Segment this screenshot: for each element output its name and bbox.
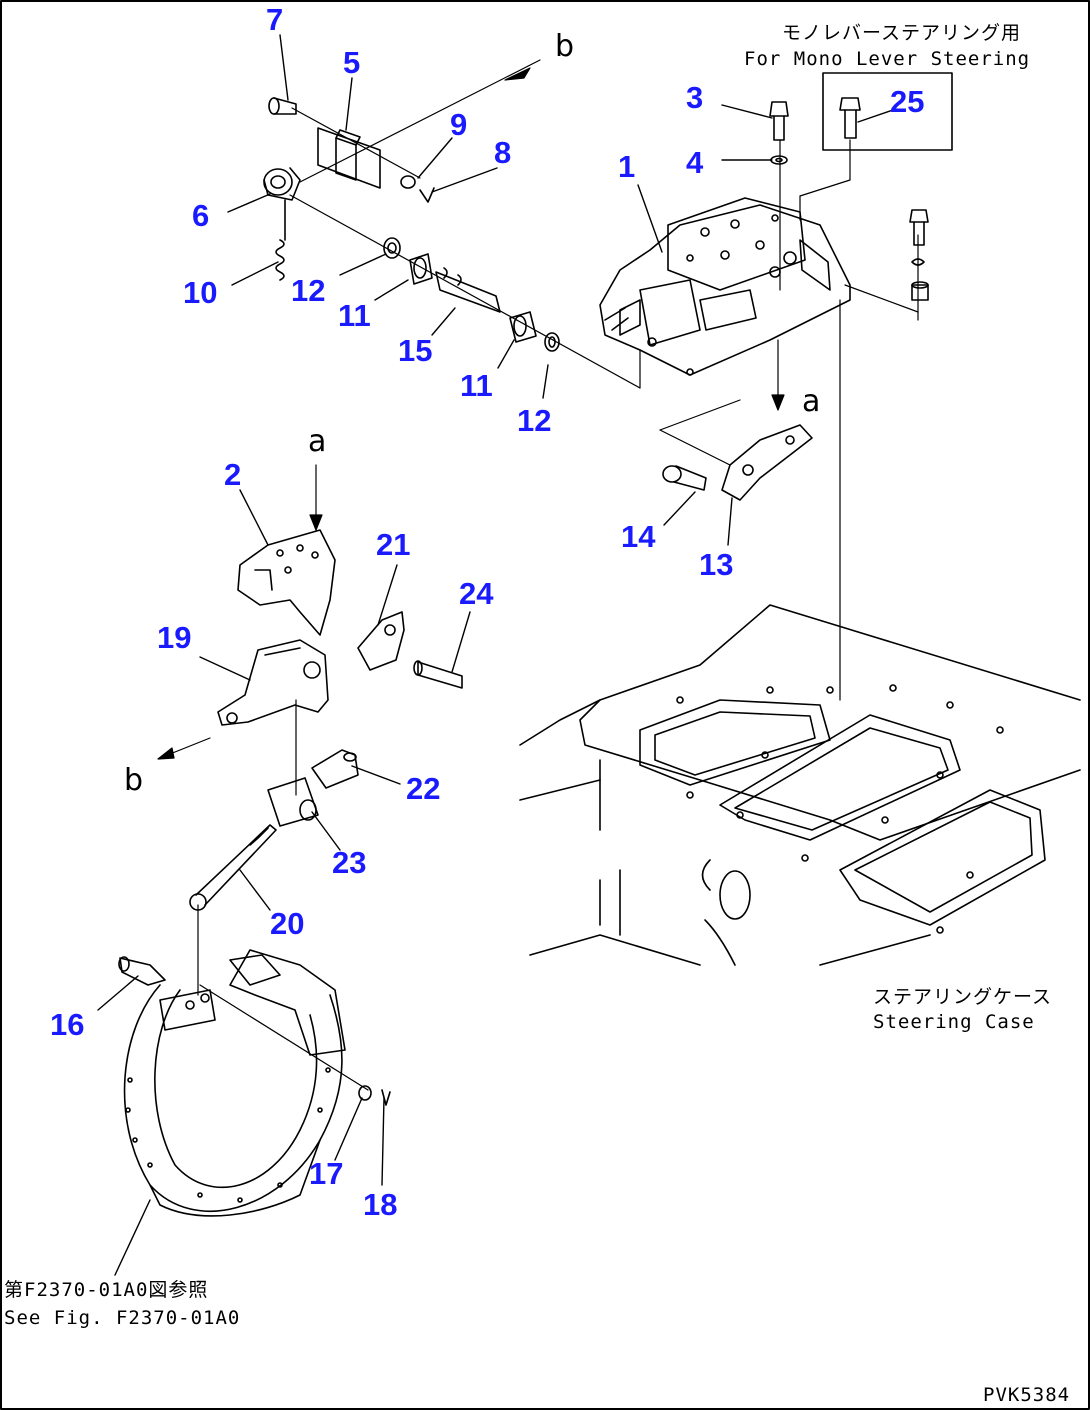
parts-13-14	[662, 424, 813, 501]
note-see-fig-en: See Fig. F2370-01A0	[4, 1307, 241, 1329]
steering-case	[519, 604, 1081, 966]
part-number-9[interactable]: 9	[450, 107, 468, 142]
part-number-7[interactable]: 7	[266, 2, 284, 37]
connector-b-lower: b	[124, 763, 144, 798]
leader-lines	[97, 34, 894, 1276]
lower-linkage-parts	[189, 611, 463, 911]
note-mono-lever-en: For Mono Lever Steering	[744, 48, 1031, 70]
part-number-21[interactable]: 21	[376, 527, 411, 562]
connector-a-lower: a	[308, 424, 327, 459]
assembly-lines	[157, 59, 919, 1091]
part-number-5[interactable]: 5	[343, 45, 361, 80]
part-number-8[interactable]: 8	[494, 135, 512, 170]
connector-b-upper: b	[555, 29, 575, 64]
brake-band	[118, 949, 391, 1217]
note-see-fig-jp: 第F2370-01A0図参照	[4, 1279, 209, 1301]
part-number-12[interactable]: 12	[291, 273, 326, 308]
part-number-15[interactable]: 15	[398, 333, 433, 368]
part-number-6[interactable]: 6	[192, 198, 210, 233]
part-number-20[interactable]: 20	[270, 906, 305, 941]
part-number-10[interactable]: 10	[183, 275, 218, 310]
drawing-code: PVK5384	[983, 1384, 1071, 1406]
steering-valve-body	[599, 72, 953, 376]
part-number-3[interactable]: 3	[686, 80, 704, 115]
part-number-23[interactable]: 23	[332, 845, 367, 880]
part-number-11[interactable]: 11	[338, 298, 371, 333]
part-number-25[interactable]: 25	[890, 84, 925, 119]
note-mono-lever-jp: モノレバーステアリング用	[782, 22, 1022, 44]
part-number-2[interactable]: 2	[224, 457, 242, 492]
note-steering-case-jp: ステアリングケース	[873, 986, 1053, 1008]
part-number-19[interactable]: 19	[157, 620, 192, 655]
part-number-16[interactable]: 16	[50, 1007, 85, 1042]
upper-linkage-parts	[263, 97, 560, 352]
part-number-14[interactable]: 14	[621, 519, 656, 554]
connector-a-upper: a	[802, 384, 821, 419]
note-steering-case-en: Steering Case	[873, 1011, 1035, 1033]
part-number-12-lower[interactable]: 12	[517, 403, 552, 438]
part-number-11-lower[interactable]: 11	[460, 368, 493, 403]
part-number-1[interactable]: 1	[618, 149, 636, 184]
part-number-13[interactable]: 13	[699, 547, 734, 582]
part-number-24[interactable]: 24	[459, 576, 494, 611]
part-2-bracket	[237, 529, 336, 636]
part-number-17[interactable]: 17	[309, 1156, 344, 1191]
part-number-4[interactable]: 4	[686, 145, 704, 180]
part-number-22[interactable]: 22	[406, 771, 441, 806]
part-number-18[interactable]: 18	[363, 1187, 398, 1222]
